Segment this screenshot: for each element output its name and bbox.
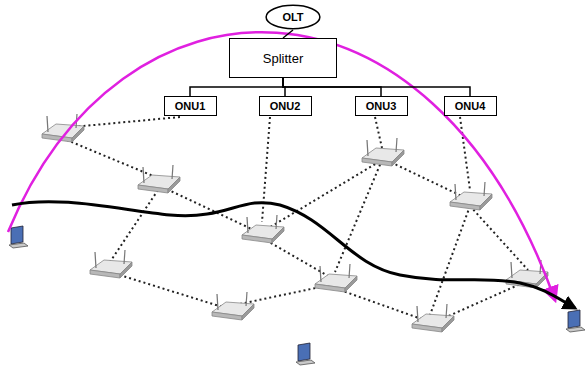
node-label: ONU1 [175, 100, 206, 112]
olt-ellipse: OLT [265, 4, 321, 30]
onu-box: ONU2 [259, 96, 312, 116]
node-label: ONU4 [455, 100, 486, 112]
fiber-link [283, 30, 293, 38]
fiber-link [283, 78, 470, 96]
node-label: OLT [282, 11, 303, 23]
onu-box: ONU1 [164, 96, 217, 116]
node-label: Splitter [263, 51, 303, 66]
splitter-box: Splitter [229, 38, 337, 78]
optical-path-arc [8, 32, 555, 300]
node-label: ONU2 [270, 100, 301, 112]
mesh-path-curve [12, 202, 575, 308]
node-label: ONU3 [366, 100, 397, 112]
fiber-link [190, 78, 283, 96]
onu-box: ONU4 [444, 96, 497, 116]
wireless-links [62, 117, 528, 322]
onu-box: ONU3 [355, 96, 408, 116]
